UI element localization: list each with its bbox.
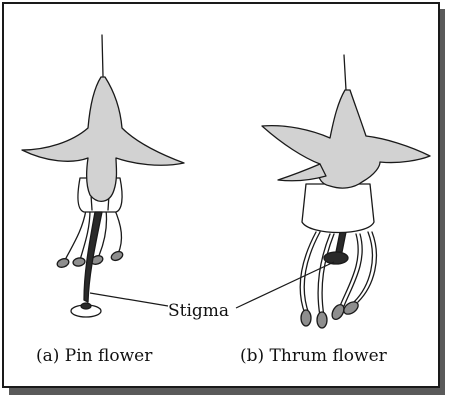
pin-flower-caption: (a) Pin flower [36,346,153,366]
stigma-label: Stigma [168,301,229,321]
pin-stigma-center [81,303,91,309]
thrum-flower-caption: (b) Thrum flower [240,346,388,366]
thrum-anther [317,312,327,328]
thrum-corolla [302,184,374,233]
thrum-anther [301,310,311,326]
figure-frame [3,3,439,387]
thrum-stigma [324,252,348,264]
